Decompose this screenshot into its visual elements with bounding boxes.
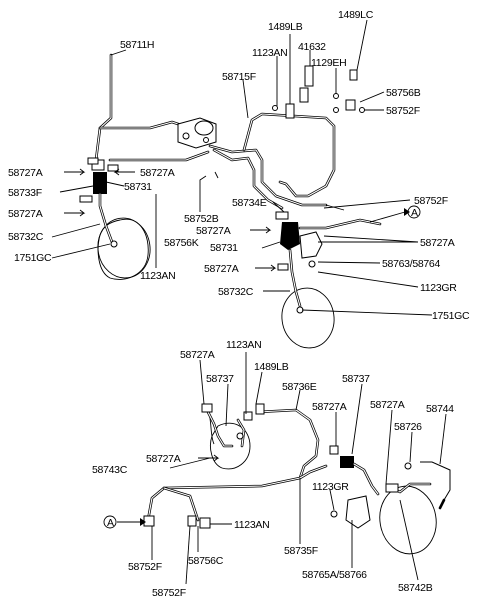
label-58752F-bottom-2: 58752F [152,587,186,599]
label-1123AN-top: 1123AN [252,47,287,59]
label-1129EH: 1129EH [311,57,346,69]
label-58727A-left-3: 58727A [8,208,43,220]
label-58727A-right-1: 58727A [420,237,455,249]
label-58752B: 58752B [184,213,219,225]
label-58736E: 58736E [282,381,317,393]
label-58715F: 58715F [222,71,256,83]
brake-pipe-58715F [242,112,336,198]
right-flex-hose [275,204,382,314]
label-58743C: 58743C [92,464,128,476]
pipe-clips-top [272,65,365,119]
label-58737-bottom-2: 58737 [342,373,370,385]
label-58744: 58744 [426,403,454,415]
label-1123AN-bottom: 1123AN [226,339,261,351]
label-41632: 41632 [298,41,326,53]
label-58765A-58766: 58765A/58766 [302,569,367,581]
label-58731-mid: 58731 [210,242,238,254]
arrow-markers-upper [64,168,418,272]
label-58756K: 58756K [164,237,199,249]
label-58733F: 58733F [8,187,42,199]
label-58732C-mid: 58732C [218,286,254,298]
label-58727A-bottom-4: 58727A [146,453,181,465]
label-58727A-bottom-2: 58727A [312,401,347,413]
label-1489LC: 1489LC [338,9,374,21]
right-rear-hose [329,445,451,529]
label-58727A-left-1: 58727A [8,167,43,179]
brake-pipes-from-valve [108,144,328,210]
label-58756C: 58756C [188,555,224,567]
label-58727A-left-2: 58727A [140,167,175,179]
arrow-markers-lower [198,454,220,462]
pipe-clips-bottom [143,515,211,529]
label-58727A-mid-2: 58727A [204,263,239,275]
part-number-labels: 58711H 1489LB 1489LC 1123AN 41632 1129EH… [8,9,470,599]
label-58734E: 58734E [232,197,267,209]
label-58752F-top: 58752F [386,105,420,117]
label-1123AN-bottom-2: 1123AN [234,519,269,531]
left-rear-hose-58737 [201,403,265,448]
brake-pipe-58711H [94,53,198,162]
brake-pipe-58735F [146,464,328,522]
label-58726: 58726 [394,421,422,433]
left-flex-hose [79,157,119,248]
label-58742B: 58742B [398,582,433,594]
label-58727A-bottom-1: 58727A [180,349,215,361]
label-58763-58764: 58763/58764 [382,258,440,270]
upper-brake-assembly: A [64,53,421,349]
label-58735F: 58735F [284,545,318,557]
lower-brake-assembly: A [103,403,451,555]
leader-lines-lower [151,352,447,585]
label-58732C-left: 58732C [8,231,44,243]
label-58737-bottom-1: 58737 [206,373,234,385]
proportioning-valve [177,117,217,149]
label-1751GC-left: 1751GC [14,252,52,264]
label-58731-left: 58731 [124,181,152,193]
label-1489LB-top: 1489LB [268,21,303,33]
label-1123GR-right: 1123GR [420,282,457,294]
reference-arrow-a-bottom: A [103,515,146,529]
label-58727A-mid-1: 58727A [196,225,231,237]
label-1489LB-bottom: 1489LB [254,361,289,373]
front-right-disc [281,287,335,349]
brake-pipe-58736E [256,408,320,480]
leader-lines-upper [51,19,433,316]
reference-a-top: A [411,207,418,219]
label-1751GC-right: 1751GC [432,310,470,322]
reference-arrow-a-top: A [369,205,421,223]
rear-right-backing-plate [379,485,437,555]
label-58752F-right: 58752F [414,195,448,207]
label-1123AN-mid: 1123AN [140,270,175,282]
label-58756B: 58756B [386,87,421,99]
label-58711H: 58711H [120,39,154,51]
front-left-disc [97,217,151,280]
label-58727A-bottom-3: 58727A [370,399,405,411]
reference-a-bottom: A [107,517,114,529]
label-1123GR-bottom: 1123GR [312,481,349,493]
label-58752F-bottom-1: 58752F [128,561,162,573]
